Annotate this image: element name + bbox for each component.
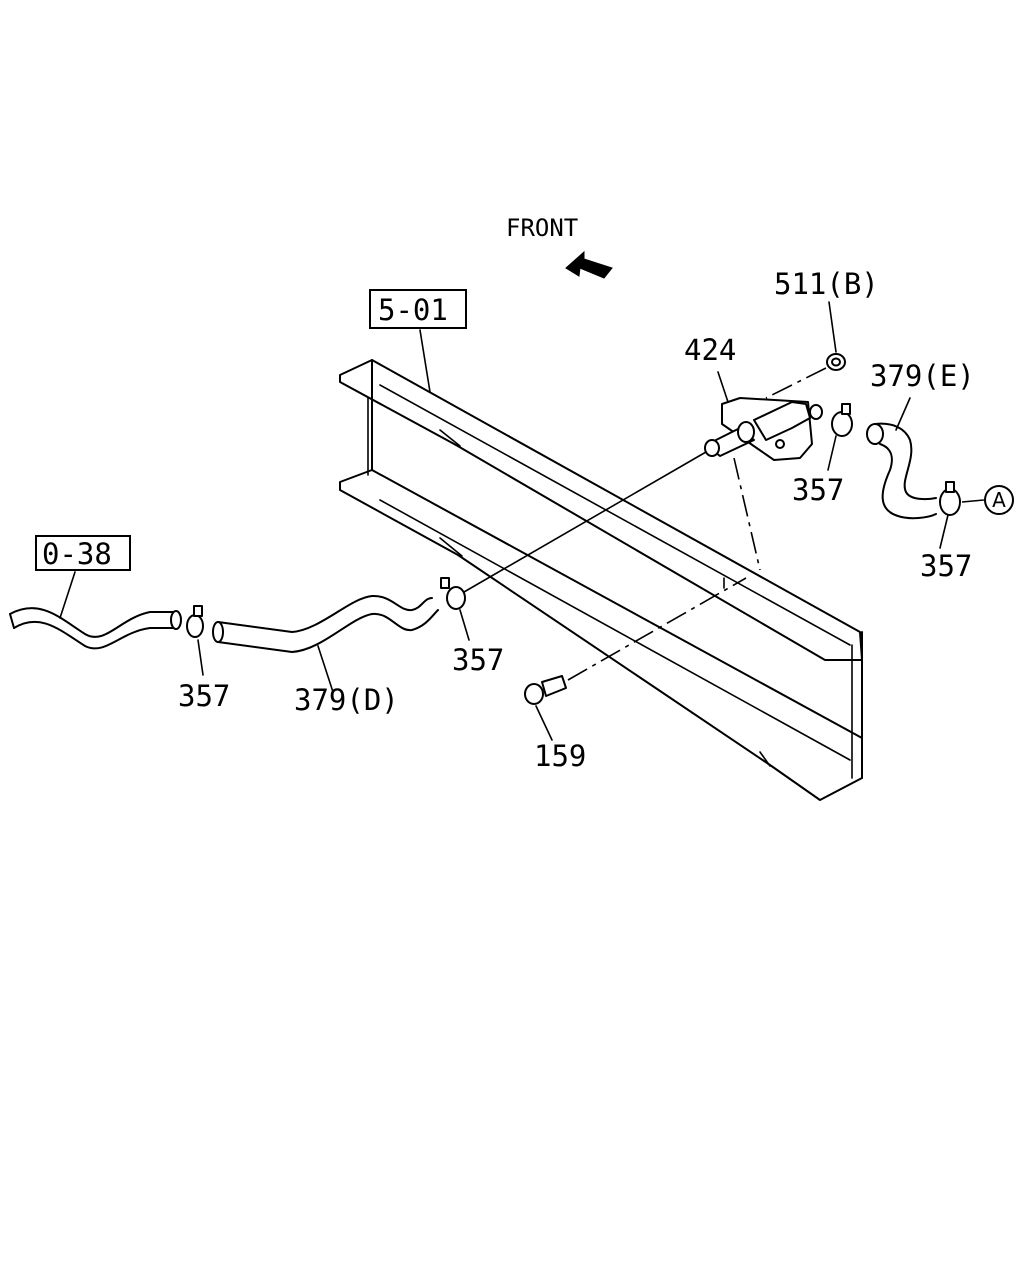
pipe-ref-label: 0-38 <box>42 537 112 571</box>
front-label: FRONT <box>506 214 578 242</box>
hose-d-label: 379(D) <box>294 683 399 717</box>
clamp-right <box>939 481 985 549</box>
frame-rail <box>339 359 863 801</box>
pipe-0-38 <box>9 607 182 650</box>
clamp-left-label: 357 <box>178 679 230 713</box>
clamp-right-label: 357 <box>920 549 972 583</box>
front-arrow-icon <box>565 250 613 279</box>
hose-379-e <box>866 397 937 520</box>
frame-ref-label: 5-01 <box>378 293 448 327</box>
hose-e-label: 379(E) <box>870 359 975 393</box>
hose-379-d <box>212 594 439 693</box>
clamp-middle <box>440 577 470 641</box>
valve-424 <box>704 371 823 461</box>
bolt-159 <box>524 675 567 741</box>
valve-label: 424 <box>684 333 736 367</box>
clamp-upper-right <box>827 403 853 471</box>
connector-a-label: A <box>992 488 1006 512</box>
bolt-511-b <box>826 301 846 371</box>
clamp-upper-right-label: 357 <box>792 473 844 507</box>
clamp-middle-label: 357 <box>452 643 504 677</box>
frame-ref-box <box>369 289 467 329</box>
bolt-b-label: 511(B) <box>774 267 879 301</box>
connector-a-marker <box>984 485 1014 515</box>
pipe-ref-box <box>35 535 131 571</box>
bolt-label: 159 <box>534 739 586 773</box>
clamp-left <box>186 605 204 676</box>
